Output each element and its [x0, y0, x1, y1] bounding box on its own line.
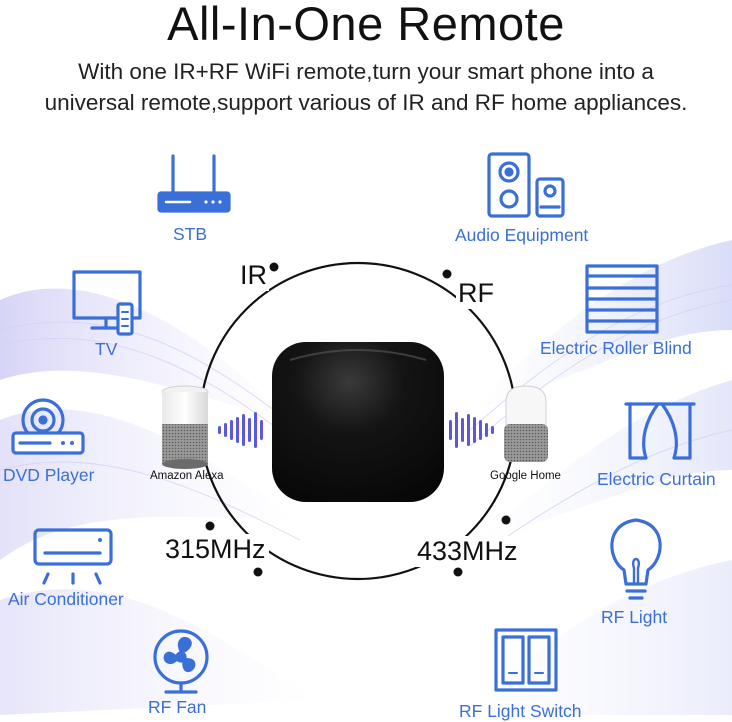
fan-icon — [153, 629, 209, 694]
circle-dot — [269, 262, 279, 272]
rf-light-label: RF Light — [601, 607, 668, 627]
tv-icon — [72, 270, 142, 336]
roller-blind-label: Electric Roller Blind — [540, 338, 692, 358]
google-home-label: Google Home — [490, 470, 561, 482]
circle-dot — [501, 515, 511, 525]
circle-dot — [205, 521, 215, 531]
frequency-433-label: 433MHz — [414, 536, 521, 567]
set-top-box-icon — [157, 154, 231, 213]
sound-wave-right — [449, 412, 494, 448]
google-home-speaker — [504, 385, 548, 462]
rf-light-switch-label: RF Light Switch — [459, 701, 582, 721]
ir-label: IR — [238, 260, 269, 291]
page-subtitle: With one IR+RF WiFi remote,turn your sma… — [0, 56, 732, 118]
dvd-player-label: DVD Player — [3, 465, 95, 485]
speaker-icon — [487, 152, 565, 218]
light-bulb-icon — [610, 518, 662, 600]
page-title: All-In-One Remote — [167, 0, 565, 50]
curtain-label: Electric Curtain — [597, 469, 716, 489]
rf-label: RF — [456, 278, 496, 309]
subtitle-line-2: universal remote,support various of IR a… — [44, 90, 688, 115]
subtitle-line-1: With one IR+RF WiFi remote,turn your sma… — [78, 59, 654, 84]
amazon-alexa-label: Amazon Alexa — [150, 470, 224, 482]
sound-wave-left — [218, 412, 263, 448]
amazon-alexa-speaker — [161, 385, 209, 469]
rf-fan-label: RF Fan — [148, 697, 207, 717]
curtain-icon — [624, 402, 696, 460]
circle-dot — [253, 567, 263, 577]
stb-label: STB — [173, 224, 208, 244]
frequency-315-label: 315MHz — [162, 534, 269, 565]
roller-blind-icon — [585, 264, 659, 334]
light-switch-icon — [494, 628, 558, 692]
audio-equipment-label: Audio Equipment — [455, 225, 589, 245]
circle-dot — [453, 567, 463, 577]
air-conditioner-icon — [33, 528, 113, 585]
circle-dot — [442, 269, 452, 279]
tv-label: TV — [95, 339, 118, 359]
ir-rf-remote-device — [272, 342, 444, 502]
air-conditioner-label: Air Conditioner — [8, 589, 124, 609]
dvd-player-icon — [11, 398, 85, 455]
